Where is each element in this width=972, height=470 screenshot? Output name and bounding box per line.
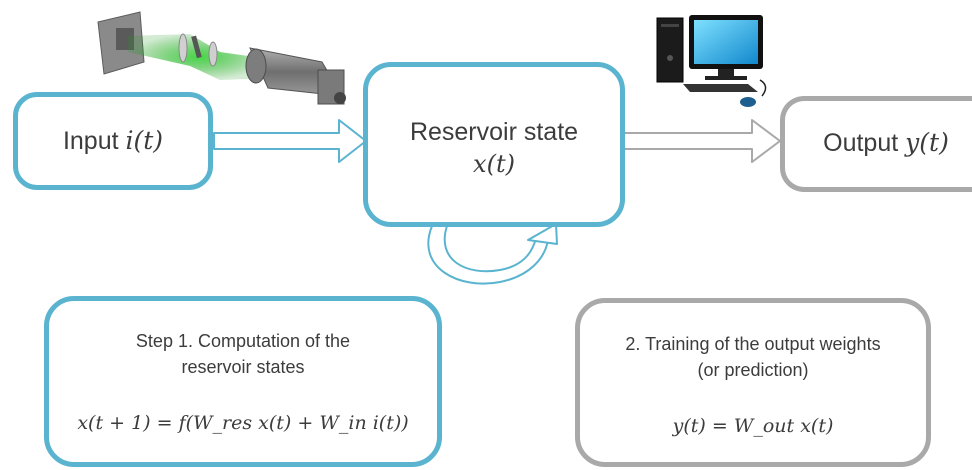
input-box (13, 92, 213, 190)
optical-setup-icon (97, 11, 346, 105)
recurrent-loop-arrow (427, 223, 558, 285)
input-math: i(t) (125, 126, 164, 155)
reservoir-box (363, 62, 625, 227)
reservoir-math: x(t) (473, 150, 515, 178)
step1-line2: reservoir states (181, 357, 305, 377)
step1-box (44, 296, 442, 467)
output-math: y(t) (905, 128, 949, 157)
step2-box (575, 298, 931, 467)
input-to-reservoir-arrow (213, 119, 367, 163)
reservoir-title: Reservoir state (409, 118, 579, 146)
step2-equation: y(t) = W_out x(t) (672, 415, 834, 437)
step1-line1: Step 1. Computation of the (135, 331, 351, 351)
reservoir-to-output-arrow (623, 119, 781, 163)
step2-line2: (or prediction) (697, 360, 809, 380)
computer-icon (656, 15, 767, 107)
step2-line1: 2. Training of the output weights (625, 334, 881, 354)
output-box (780, 96, 972, 192)
input-label: Input i(t) (13, 126, 213, 156)
input-text: Input (62, 127, 119, 155)
step1-equation: x(t + 1) = f(W_res x(t) + W_in i(t)) (77, 412, 409, 434)
output-label: Output y(t) (800, 128, 972, 158)
output-text: Output (823, 129, 899, 157)
